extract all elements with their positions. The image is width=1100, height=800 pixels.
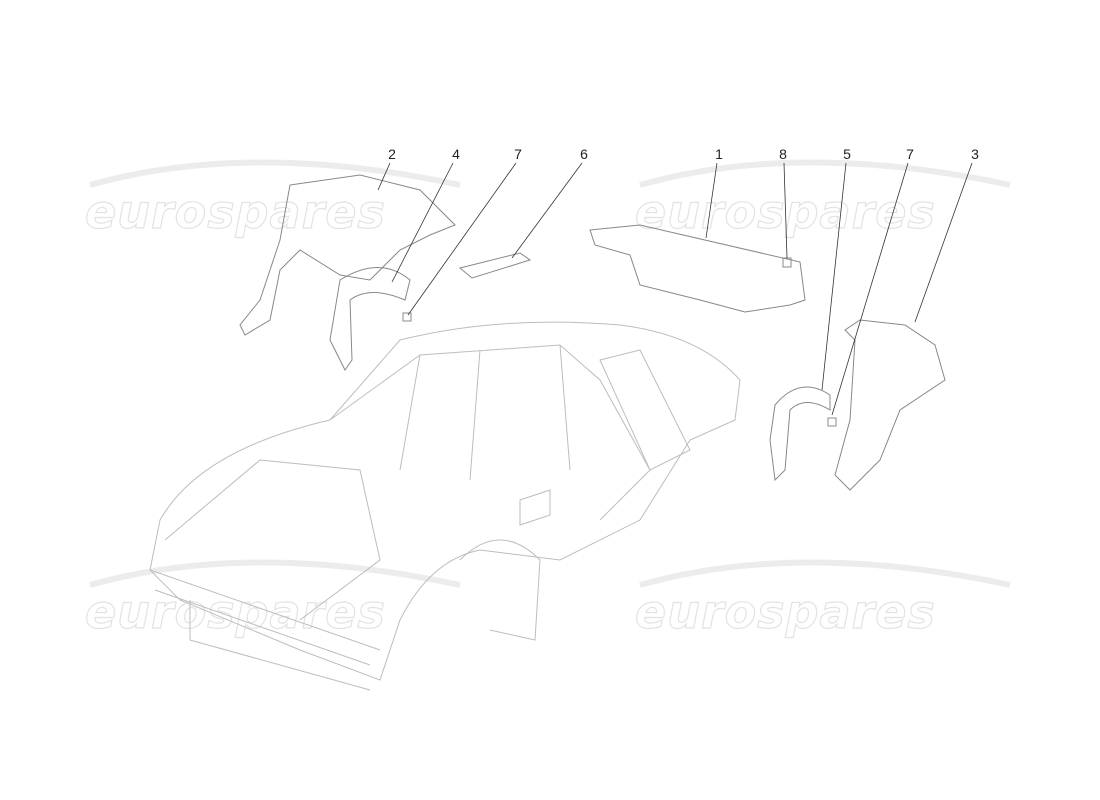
leader-line-4: [391, 162, 454, 283]
swoosh: [639, 159, 1011, 188]
part-7-clip-left: [402, 312, 412, 322]
leader-line-2: [377, 162, 391, 191]
callout-5: 5: [843, 146, 851, 162]
part-1-rear-panel: [589, 224, 806, 313]
part-5-wheelhouse: [769, 386, 831, 482]
part-2-inner-quarter-panel: [239, 174, 456, 336]
callout-6: 6: [580, 146, 588, 162]
callout-8: 8: [779, 146, 787, 162]
callout-4: 4: [452, 146, 460, 162]
callout-1: 1: [715, 146, 723, 162]
part-7-clip-right: [827, 417, 837, 427]
leader-lines: [377, 162, 973, 416]
swoosh: [89, 559, 461, 588]
leader-line-5: [821, 162, 847, 391]
part-6-plate: [458, 252, 532, 279]
car-body-shell: [149, 321, 741, 691]
callout-7: 7: [514, 146, 522, 162]
leader-line-1: [705, 162, 718, 239]
leader-line-6: [511, 162, 583, 259]
callout-3: 3: [971, 146, 979, 162]
watermark-bottom-right: eurospares: [634, 584, 936, 639]
part-3-outer-quarter-panel: [834, 319, 946, 491]
swoosh: [89, 159, 461, 188]
part-4-wheelhouse: [329, 267, 411, 371]
leader-line-8: [783, 162, 788, 259]
leader-line-7b: [831, 162, 909, 416]
swoosh: [639, 559, 1011, 588]
leader-line-3: [914, 162, 973, 323]
parts: [239, 174, 946, 491]
watermark-swooshes: [89, 159, 1011, 588]
leader-line-7: [407, 162, 517, 316]
callout-2: 2: [388, 146, 396, 162]
watermark-top-left: eurospares: [84, 184, 386, 239]
callout-7b: 7: [906, 146, 914, 162]
